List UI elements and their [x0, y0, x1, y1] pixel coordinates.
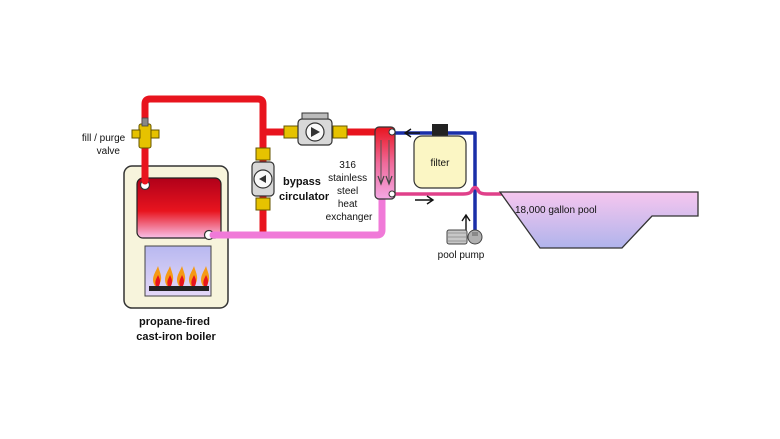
- fill-purge-valve: [131, 117, 160, 149]
- heat-exchanger-label: 316 stainless steel heat exchanger: [326, 160, 373, 223]
- pool-return-pipe: [391, 185, 522, 196]
- pool-pump-label: pool pump: [438, 250, 485, 261]
- boiler-return-pipe: [209, 191, 386, 239]
- pool-label: 18,000 gallon pool: [515, 205, 597, 216]
- filter: filter: [413, 124, 467, 189]
- pool-supply-pipe: [391, 131, 477, 238]
- boiler-label: propane-fired cast-iron boiler: [136, 316, 216, 343]
- supply-circulator: [283, 112, 348, 146]
- filter-body: [413, 135, 467, 189]
- hx-flow-arrow-icon: [377, 175, 385, 186]
- flow-arrow-icon: [403, 128, 420, 138]
- boiler-heat-chamber: [136, 177, 222, 239]
- filter-label: filter: [431, 158, 451, 169]
- bypass-circulator: [251, 147, 275, 211]
- bypass-circulator-label: bypass circulator: [279, 176, 330, 203]
- pool-pump: pool pump: [438, 229, 485, 261]
- burner-flames: [153, 266, 210, 286]
- heat-exchanger: [374, 126, 396, 200]
- boiler-supply-pipe: [141, 95, 267, 236]
- pool: 18,000 gallon pool: [498, 191, 699, 249]
- boiler: [123, 165, 229, 309]
- hx-flow-arrow-icon: [385, 175, 393, 186]
- pool-basin: [498, 191, 699, 249]
- burner-bar: [149, 286, 209, 291]
- filter-cap: [432, 124, 448, 136]
- pipes: [141, 95, 522, 239]
- heat-exchanger-body: [374, 126, 396, 200]
- flow-arrow-icon: [415, 195, 435, 205]
- fill-purge-valve-label: fill / purge valve: [82, 133, 128, 157]
